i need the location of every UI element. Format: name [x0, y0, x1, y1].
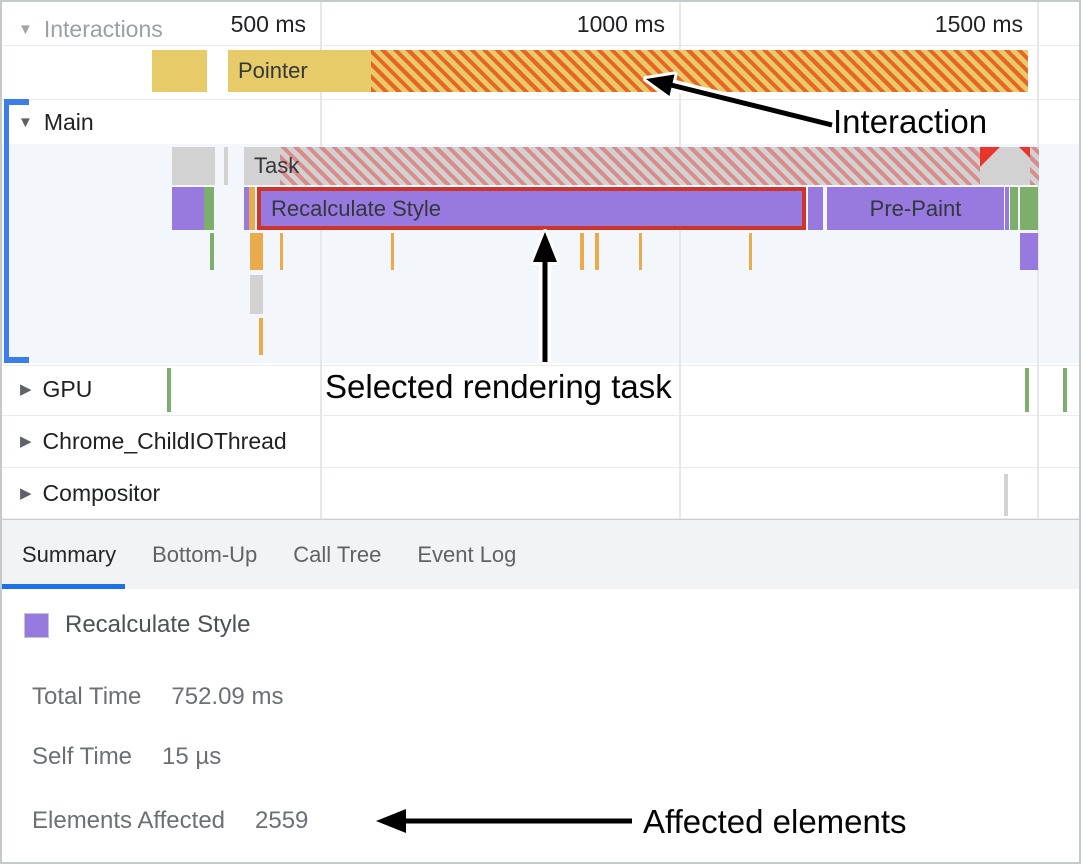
- track-divider: [2, 518, 1079, 519]
- child-event-tick[interactable]: [210, 233, 214, 270]
- summary-row-value: 15 µs: [162, 743, 222, 770]
- summary-row-label: Total Time: [32, 683, 142, 710]
- selected-task-arrow: [530, 229, 560, 362]
- track-divider: [2, 415, 1079, 416]
- summary-row-value: 752.09 ms: [171, 683, 284, 710]
- summary-row: Self Time 15 µs: [32, 743, 221, 771]
- paint-fragment-block[interactable]: [1010, 187, 1018, 230]
- ruler-tick-label: 1500 ms: [934, 11, 1023, 37]
- disclosure-triangle-icon[interactable]: ▼: [18, 114, 33, 131]
- track-label: Chrome_ChildIOThread: [42, 428, 287, 454]
- details-tab-bar: Summary Bottom-Up Call Tree Event Log: [2, 519, 1079, 589]
- recalc-fragment-block[interactable]: [808, 187, 823, 230]
- interaction-event-block[interactable]: [152, 50, 207, 92]
- tab-event-log[interactable]: Event Log: [417, 541, 517, 567]
- main-track-focus-bracket: [4, 99, 9, 363]
- task-striped-sliver[interactable]: [1030, 147, 1039, 185]
- disclosure-triangle-icon[interactable]: ▶: [20, 485, 32, 502]
- track-divider: [2, 467, 1079, 468]
- script-fragment-block[interactable]: [249, 187, 255, 230]
- pre-paint-block[interactable]: Pre-Paint: [827, 187, 1004, 230]
- track-header-main[interactable]: ▼ Main: [18, 109, 94, 136]
- disclosure-triangle-icon[interactable]: ▶: [20, 381, 32, 398]
- recalc-fragment-block[interactable]: [244, 187, 249, 230]
- annotation-interaction: Interaction: [833, 103, 988, 140]
- child-event-tick[interactable]: [580, 233, 584, 270]
- summary-row: Elements Affected 2559: [32, 807, 308, 835]
- track-label: Interactions: [43, 16, 163, 42]
- summary-event-title: Recalculate Style: [65, 611, 251, 638]
- tab-summary[interactable]: Summary: [22, 541, 117, 567]
- track-label: Main: [43, 109, 94, 135]
- summary-row: Total Time 752.09 ms: [32, 683, 283, 711]
- track-header-interactions[interactable]: ▼ Interactions: [18, 16, 163, 43]
- recalculate-style-block[interactable]: Recalculate Style: [257, 187, 806, 230]
- candy-stripe-overlay: [1030, 147, 1039, 185]
- affected-elements-arrow: [376, 809, 632, 833]
- child-event-block[interactable]: [250, 233, 263, 270]
- track-divider: [2, 99, 1079, 100]
- main-track-focus-bracket-bottom: [4, 357, 29, 363]
- paint-fragment-block[interactable]: [204, 187, 214, 230]
- long-task-triangle: [980, 147, 1000, 167]
- ruler-divider: [2, 45, 1079, 46]
- candy-stripe-overlay: [371, 50, 1028, 92]
- active-tab-underline: [2, 584, 125, 589]
- task-block[interactable]: Task: [244, 147, 1039, 185]
- disclosure-triangle-icon[interactable]: ▶: [20, 433, 32, 450]
- flame-block-label: Pointer: [238, 58, 308, 83]
- child-event-tick[interactable]: [280, 233, 283, 270]
- event-color-swatch: [24, 612, 49, 638]
- summary-title-row: Recalculate Style: [24, 611, 250, 639]
- track-label: GPU: [42, 376, 93, 402]
- pointer-event-block[interactable]: Pointer: [228, 50, 1028, 92]
- track-label: Compositor: [42, 480, 161, 506]
- annotation-affected-elements: Affected elements: [643, 803, 907, 840]
- gridline: [679, 2, 681, 519]
- child-event-block[interactable]: [250, 275, 263, 314]
- annotation-selected-task: Selected rendering task: [325, 368, 672, 405]
- summary-row-label: Elements Affected: [32, 807, 226, 834]
- tab-call-tree[interactable]: Call Tree: [293, 541, 382, 567]
- gpu-event-tick[interactable]: [1063, 368, 1067, 412]
- candy-stripe-overlay: [280, 147, 980, 185]
- child-event-tick[interactable]: [639, 233, 642, 270]
- child-event-tick[interactable]: [259, 318, 263, 355]
- task-fragment-block[interactable]: [172, 147, 215, 185]
- gpu-event-tick[interactable]: [167, 368, 171, 412]
- compositor-event-tick[interactable]: [1004, 474, 1008, 516]
- flame-block-label: Pre-Paint: [869, 195, 962, 221]
- child-event-tick[interactable]: [749, 233, 752, 270]
- tab-bottom-up[interactable]: Bottom-Up: [152, 541, 258, 567]
- ruler-tick-label: 500 ms: [230, 11, 306, 37]
- track-header-child-io[interactable]: ▶ Chrome_ChildIOThread: [20, 428, 287, 455]
- paint-fragment-block[interactable]: [1020, 187, 1038, 230]
- main-track-focus-bracket-top: [4, 99, 29, 105]
- task-fragment-block[interactable]: [224, 147, 228, 185]
- track-header-compositor[interactable]: ▶ Compositor: [20, 480, 160, 507]
- flame-block-label: Recalculate Style: [271, 195, 441, 221]
- ruler-tick-label: 1000 ms: [576, 11, 665, 37]
- recalc-fragment-block[interactable]: [172, 187, 204, 230]
- interaction-arrow: [643, 71, 834, 131]
- child-event-tick[interactable]: [595, 233, 599, 270]
- flame-block-label: Task: [254, 153, 300, 178]
- child-event-block[interactable]: [1020, 233, 1038, 270]
- track-header-gpu[interactable]: ▶ GPU: [20, 376, 92, 403]
- summary-row-value: 2559: [255, 807, 309, 834]
- disclosure-triangle-icon[interactable]: ▼: [18, 21, 33, 38]
- gridline: [320, 2, 322, 519]
- summary-row-label: Self Time: [32, 743, 133, 770]
- recalc-fragment-block[interactable]: [1005, 187, 1009, 230]
- child-event-tick[interactable]: [391, 233, 394, 270]
- gpu-event-tick[interactable]: [1025, 368, 1029, 412]
- gridline: [1037, 2, 1039, 519]
- track-divider: [2, 365, 1079, 366]
